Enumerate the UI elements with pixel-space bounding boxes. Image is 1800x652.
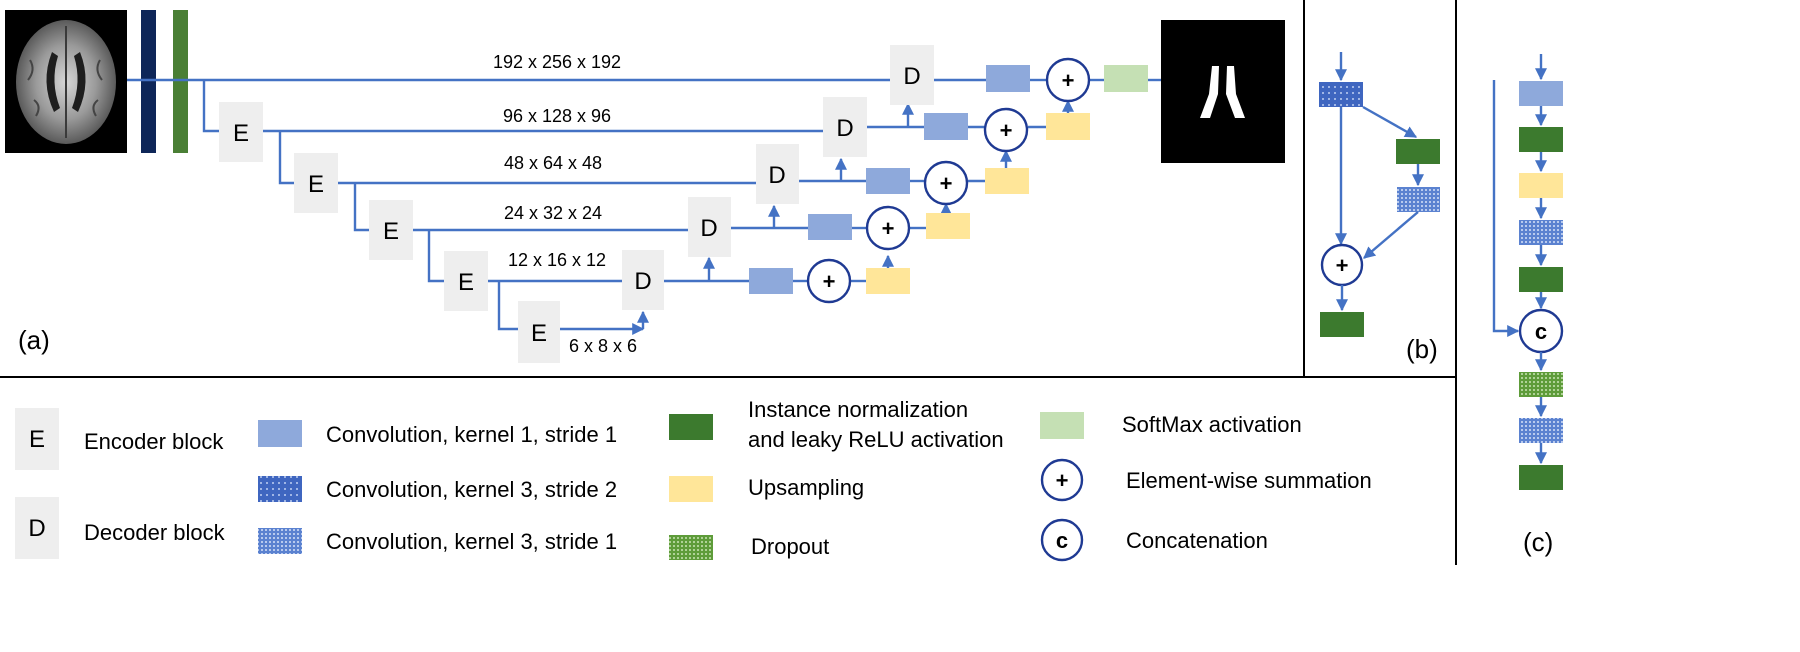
panel-b-label: (b) bbox=[1406, 334, 1438, 364]
legend-sum-symbol: + bbox=[1056, 468, 1069, 493]
dimension-label: 24 x 32 x 24 bbox=[504, 203, 602, 223]
encoder-block-label: E bbox=[383, 218, 399, 245]
navy-layer-bar bbox=[141, 10, 156, 153]
dimension-label: 6 x 8 x 6 bbox=[569, 336, 637, 356]
panel-c-label: (c) bbox=[1523, 527, 1553, 557]
instnorm-block bbox=[1396, 139, 1440, 164]
encoder-block-label: E bbox=[458, 269, 474, 296]
sum-symbol: + bbox=[882, 216, 895, 241]
legend-decoder-symbol: D bbox=[28, 515, 45, 542]
panel-b: + (b) bbox=[1319, 52, 1440, 364]
dimension-label: 48 x 64 x 48 bbox=[504, 153, 602, 173]
instnorm-block bbox=[1519, 127, 1563, 152]
conv3-stride1-block bbox=[1397, 187, 1440, 212]
decoder-block-label: D bbox=[634, 268, 651, 295]
legend-conv3s2-label: Convolution, kernel 3, stride 2 bbox=[326, 477, 617, 502]
conv3-stride1-block bbox=[1519, 418, 1563, 443]
decoder-block-label: D bbox=[768, 162, 785, 189]
legend-instnorm-label-1: Instance normalization bbox=[748, 397, 968, 422]
legend-encoder-symbol: E bbox=[29, 426, 45, 453]
legend-encoder-label: Encoder block bbox=[84, 429, 224, 454]
instnorm-block bbox=[1519, 267, 1563, 292]
dimension-labels: 192 x 256 x 192 96 x 128 x 96 48 x 64 x … bbox=[493, 52, 637, 356]
panel-a: E E E E E D D D D D bbox=[5, 10, 1285, 363]
conv3-stride2-block bbox=[1319, 82, 1363, 107]
concat-symbol: c bbox=[1535, 319, 1547, 344]
encoder-block-label: E bbox=[233, 120, 249, 147]
encoder-block-label: E bbox=[308, 171, 324, 198]
conv1-blocks bbox=[749, 65, 1030, 294]
sum-symbol: + bbox=[1062, 68, 1075, 93]
brain-mri-image bbox=[5, 10, 127, 153]
legend: E Encoder block D Decoder block Convolut… bbox=[15, 397, 1372, 562]
legend-dropout-label: Dropout bbox=[751, 534, 829, 559]
dimension-label: 96 x 128 x 96 bbox=[503, 106, 611, 126]
connection-lines bbox=[127, 78, 1161, 335]
dimension-label: 192 x 256 x 192 bbox=[493, 52, 621, 72]
legend-summation-label: Element-wise summation bbox=[1126, 468, 1372, 493]
legend-decoder-label: Decoder block bbox=[84, 520, 226, 545]
panel-c: c (c) bbox=[1492, 54, 1564, 557]
instnorm-block bbox=[1519, 465, 1563, 490]
conv1-block bbox=[1519, 81, 1563, 106]
legend-softmax-label: SoftMax activation bbox=[1122, 412, 1302, 437]
instnorm-block bbox=[1320, 312, 1364, 337]
softmax-block bbox=[1104, 65, 1148, 92]
sum-symbol: + bbox=[1000, 118, 1013, 143]
legend-conv3s1-label: Convolution, kernel 3, stride 1 bbox=[326, 529, 617, 554]
conv3-stride1-block bbox=[1519, 220, 1563, 245]
upsampling-blocks bbox=[866, 113, 1090, 294]
segmentation-output-image bbox=[1161, 20, 1285, 163]
legend-concatenation-label: Concatenation bbox=[1126, 528, 1268, 553]
sum-symbol: + bbox=[823, 269, 836, 294]
dropout-block bbox=[1519, 372, 1563, 397]
decoder-block-label: D bbox=[903, 63, 920, 90]
green-layer-bar bbox=[173, 10, 188, 153]
sum-symbol: + bbox=[940, 171, 953, 196]
decoder-blocks: D D D D D bbox=[622, 45, 934, 310]
legend-concat-symbol: c bbox=[1056, 528, 1068, 553]
upsampling-block bbox=[1519, 173, 1563, 198]
legend-conv1-label: Convolution, kernel 1, stride 1 bbox=[326, 422, 617, 447]
decoder-block-label: D bbox=[836, 115, 853, 142]
summation-nodes: + + + + + bbox=[806, 57, 1091, 304]
panel-dividers bbox=[0, 0, 1457, 565]
legend-instnorm-label-2: and leaky ReLU activation bbox=[748, 427, 1004, 452]
legend-upsampling-label: Upsampling bbox=[748, 475, 864, 500]
dimension-label: 12 x 16 x 12 bbox=[508, 250, 606, 270]
encoder-block-label: E bbox=[531, 320, 547, 347]
sum-symbol: + bbox=[1336, 253, 1349, 278]
decoder-block-label: D bbox=[700, 215, 717, 242]
encoder-blocks: E E E E E bbox=[219, 102, 560, 363]
panel-a-label: (a) bbox=[18, 325, 50, 355]
